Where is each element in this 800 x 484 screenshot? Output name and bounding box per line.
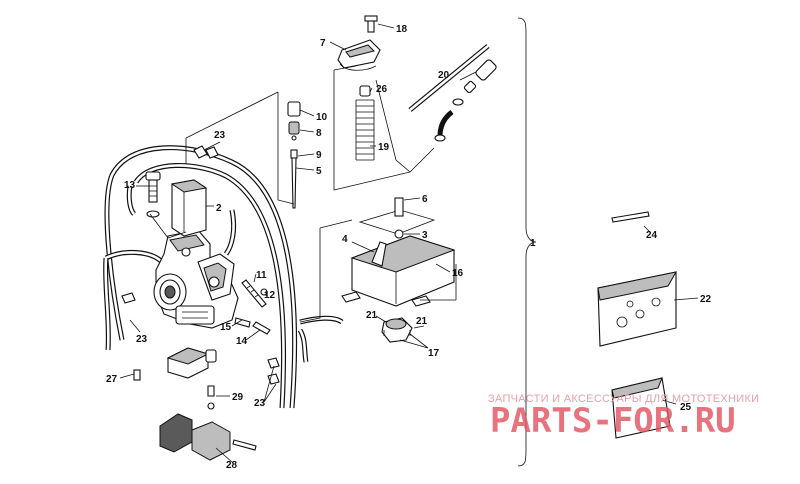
callout-5: 5 (316, 166, 322, 177)
callout-13: 13 (124, 180, 136, 191)
callout-23b: 23 (136, 334, 148, 345)
slide-spring (355, 85, 375, 161)
watermark-brand: PARTS-FOR.RU (490, 401, 736, 441)
parts-bag-small (611, 377, 671, 439)
parts-bag-large (597, 271, 677, 347)
fuel-hose-loop (103, 145, 344, 409)
callout-3: 3 (422, 230, 428, 241)
watermark: ЗАПЧАСТИ И АКСЕССУАРЫ ДЛЯ МОТОТЕХНИКИ PA… (488, 393, 759, 441)
float-bowl (341, 197, 456, 343)
bottom-cap-assembly (133, 347, 217, 410)
callout-4: 4 (342, 234, 348, 245)
callout-28: 28 (226, 460, 238, 471)
callout-22: 22 (700, 294, 712, 305)
throttle-cable (408, 44, 497, 142)
carburetor-top-cap (337, 15, 381, 71)
callout-12: 12 (264, 290, 276, 301)
callout-20: 20 (438, 70, 450, 81)
callout-27: 27 (106, 374, 118, 385)
callout-8: 8 (316, 128, 322, 139)
idle-screw (241, 279, 268, 308)
callout-17: 17 (428, 348, 440, 359)
callout-23c: 23 (254, 398, 266, 409)
callout-numbers: 1 2 3 4 5 6 7 8 9 10 11 12 13 14 15 16 1… (106, 24, 712, 471)
callout-leaders (119, 23, 699, 463)
power-jet-kit (159, 413, 257, 461)
callout-26: 26 (376, 84, 388, 95)
pin-tool (611, 211, 650, 223)
leader-lines (149, 65, 457, 323)
callout-1: 1 (530, 238, 536, 249)
callout-23a: 23 (214, 130, 226, 141)
callout-9: 9 (316, 150, 322, 161)
jet-needle-assembly (287, 101, 301, 209)
callout-7: 7 (320, 38, 326, 49)
callout-29: 29 (232, 392, 244, 403)
callout-24: 24 (646, 230, 658, 241)
callout-6: 6 (422, 194, 428, 205)
watermark-tagline: ЗАПЧАСТИ И АКСЕССУАРЫ ДЛЯ МОТОТЕХНИКИ (488, 393, 759, 405)
starter-plunger (145, 171, 161, 218)
air-screw (234, 317, 271, 335)
throttle-slide (170, 179, 208, 237)
callout-19: 19 (378, 142, 390, 153)
callout-16: 16 (452, 268, 464, 279)
callout-25: 25 (680, 402, 692, 413)
callout-10: 10 (316, 112, 328, 123)
callout-11: 11 (256, 270, 267, 281)
callout-15: 15 (220, 322, 232, 333)
carburetor-body (153, 229, 239, 329)
callout-14: 14 (236, 336, 248, 347)
callout-18: 18 (396, 24, 408, 35)
callout-21b: 21 (416, 316, 428, 327)
kit-bracket (517, 17, 537, 467)
callout-21a: 21 (366, 310, 378, 321)
callout-2: 2 (216, 203, 222, 214)
